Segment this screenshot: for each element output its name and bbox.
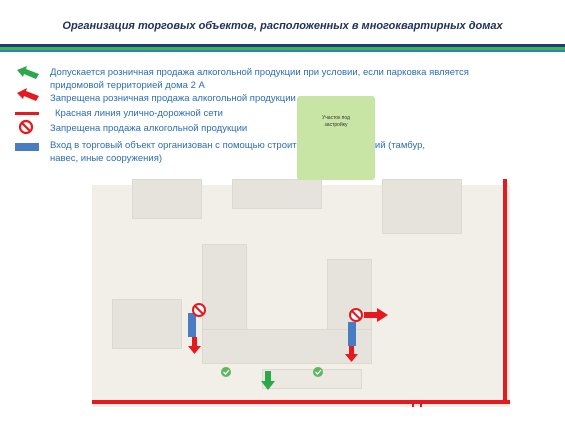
entrance-left [188,313,196,337]
header-line-green [0,47,565,50]
header-line-navy [0,44,565,47]
red-line-tick [420,404,422,407]
legend-red-line-text: Красная линия улично-дорожной сети [55,108,223,119]
legend-entrance-text-line2: навес, иные сооружения) [50,153,163,164]
building-main-bottom [202,329,372,364]
prohibited-icon [18,119,34,135]
plot-label-line2: застройку [324,122,348,128]
prohibited-icon [349,308,363,322]
legend-green-arrow-text-line1: Допускается розничная продажа алкогольно… [50,67,469,78]
red-arrow-icon [345,346,358,362]
green-arrow-icon [261,371,275,390]
legend-prohibited-text: Запрещена продажа алкогольной продукции [50,123,248,134]
legend-green-arrow-text-line2: придомовой территорией дома 2 А [50,80,205,91]
building-bottom-left [112,299,182,349]
check-icon [313,367,323,377]
building-top-mid [232,179,322,209]
red-arrow-icon [17,88,39,101]
page-title: Организация торговых объектов, расположе… [62,20,503,32]
entrance-right [348,322,356,346]
plot-label: Участок под застройку [302,115,370,129]
check-icon [221,367,231,377]
prohibited-icon [192,303,206,317]
legend-entrance-text-line1: Вход в торговый объект организован с пом… [50,140,426,151]
construction-plot [297,96,375,180]
red-line-bottom [92,400,510,404]
header-line-blue [0,50,565,52]
site-map [92,179,510,407]
red-arrow-icon [188,337,201,354]
green-arrow-icon [17,66,39,79]
red-line-tick [412,404,414,407]
red-arrow-icon [364,308,388,322]
parking-area [262,369,362,389]
building-top-left [132,179,202,219]
red-line-icon [15,112,39,115]
building-top-right [382,179,462,234]
plot-label-line1: Участок под [322,115,350,121]
legend-red-arrow-text: Запрещена розничная продажа алкогольной … [50,93,296,104]
entrance-icon [15,143,39,151]
red-line-right [503,179,507,404]
